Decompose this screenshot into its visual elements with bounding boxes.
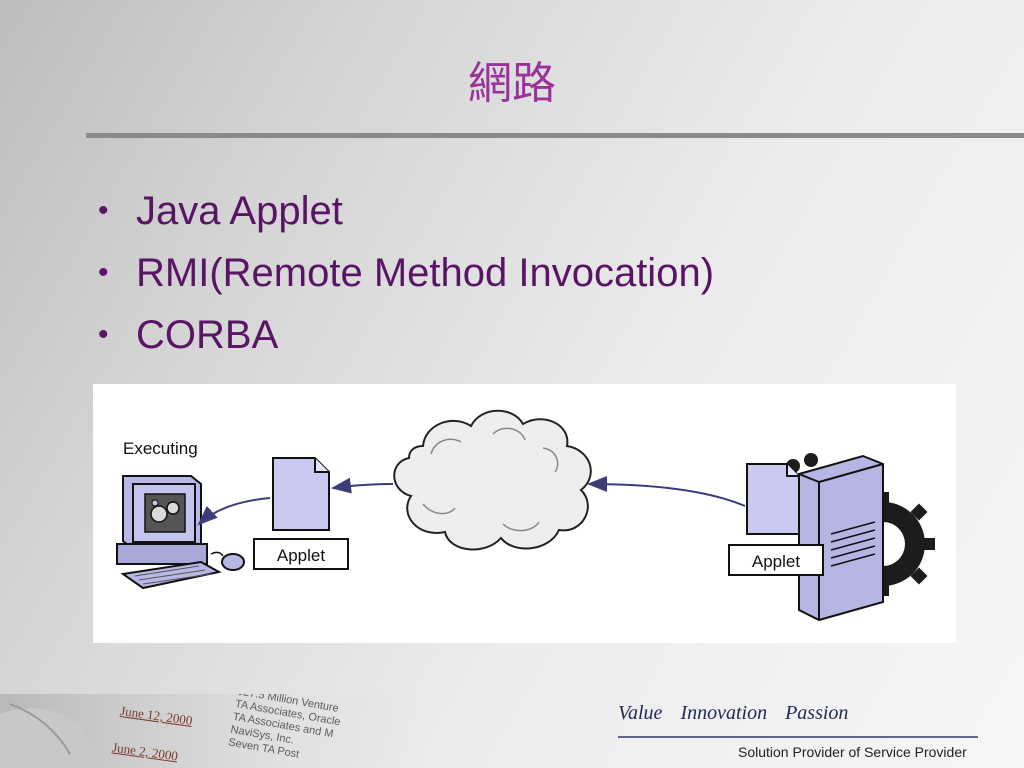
collage-date-1: June 12, 2000 — [119, 703, 194, 728]
brand-word-innovation: Innovation — [680, 702, 768, 724]
title-divider — [86, 133, 1024, 138]
paper-texture-icon — [0, 703, 100, 768]
collage-text: $27.5 Million Venture TA Associates, Ora… — [227, 694, 342, 761]
server-applet-label: Applet — [752, 552, 800, 571]
bullet-item: • Java Applet — [98, 180, 714, 242]
newsletter-collage-image: June 12, 2000 June 2, 2000 $27.5 Million… — [0, 694, 420, 768]
applet-network-diagram: Executing Applet — [93, 273, 956, 643]
brand-word-value: Value — [618, 702, 663, 724]
brand-slogan: Value Innovation Passion — [618, 702, 862, 725]
arrow-cloud-to-applet — [331, 477, 394, 494]
bullet-text: RMI(Remote Method Invocation) — [136, 251, 715, 295]
brand-tagline: Solution Provider of Service Provider — [738, 744, 967, 760]
bullet-text: CORBA — [136, 313, 279, 357]
bullet-item: • RMI(Remote Method Invocation) — [98, 242, 714, 304]
bullet-item: • CORBA — [98, 304, 714, 366]
bullet-text: Java Applet — [136, 189, 343, 233]
client-applet-document-icon — [272, 457, 330, 531]
brand-underline — [618, 736, 978, 738]
bullet-icon: • — [98, 194, 109, 227]
footer-banner: June 12, 2000 June 2, 2000 $27.5 Million… — [0, 694, 1024, 768]
arrow-to-client — [197, 497, 271, 526]
internet-cloud-icon — [393, 409, 592, 551]
executing-label: Executing — [123, 439, 198, 458]
bullet-list: • Java Applet • RMI(Remote Method Invocati… — [98, 180, 714, 366]
collage-date-2: June 2, 2000 — [111, 739, 179, 764]
bullet-icon: • — [98, 256, 109, 289]
client-computer-icon: Executing — [116, 439, 245, 590]
server-icon — [746, 273, 935, 622]
slide-title: 網路 — [468, 58, 556, 109]
brand-word-passion: Passion — [785, 702, 849, 724]
client-applet-label: Applet — [277, 546, 325, 565]
arrow-server-to-cloud — [587, 476, 746, 507]
bullet-icon: • — [98, 318, 109, 351]
